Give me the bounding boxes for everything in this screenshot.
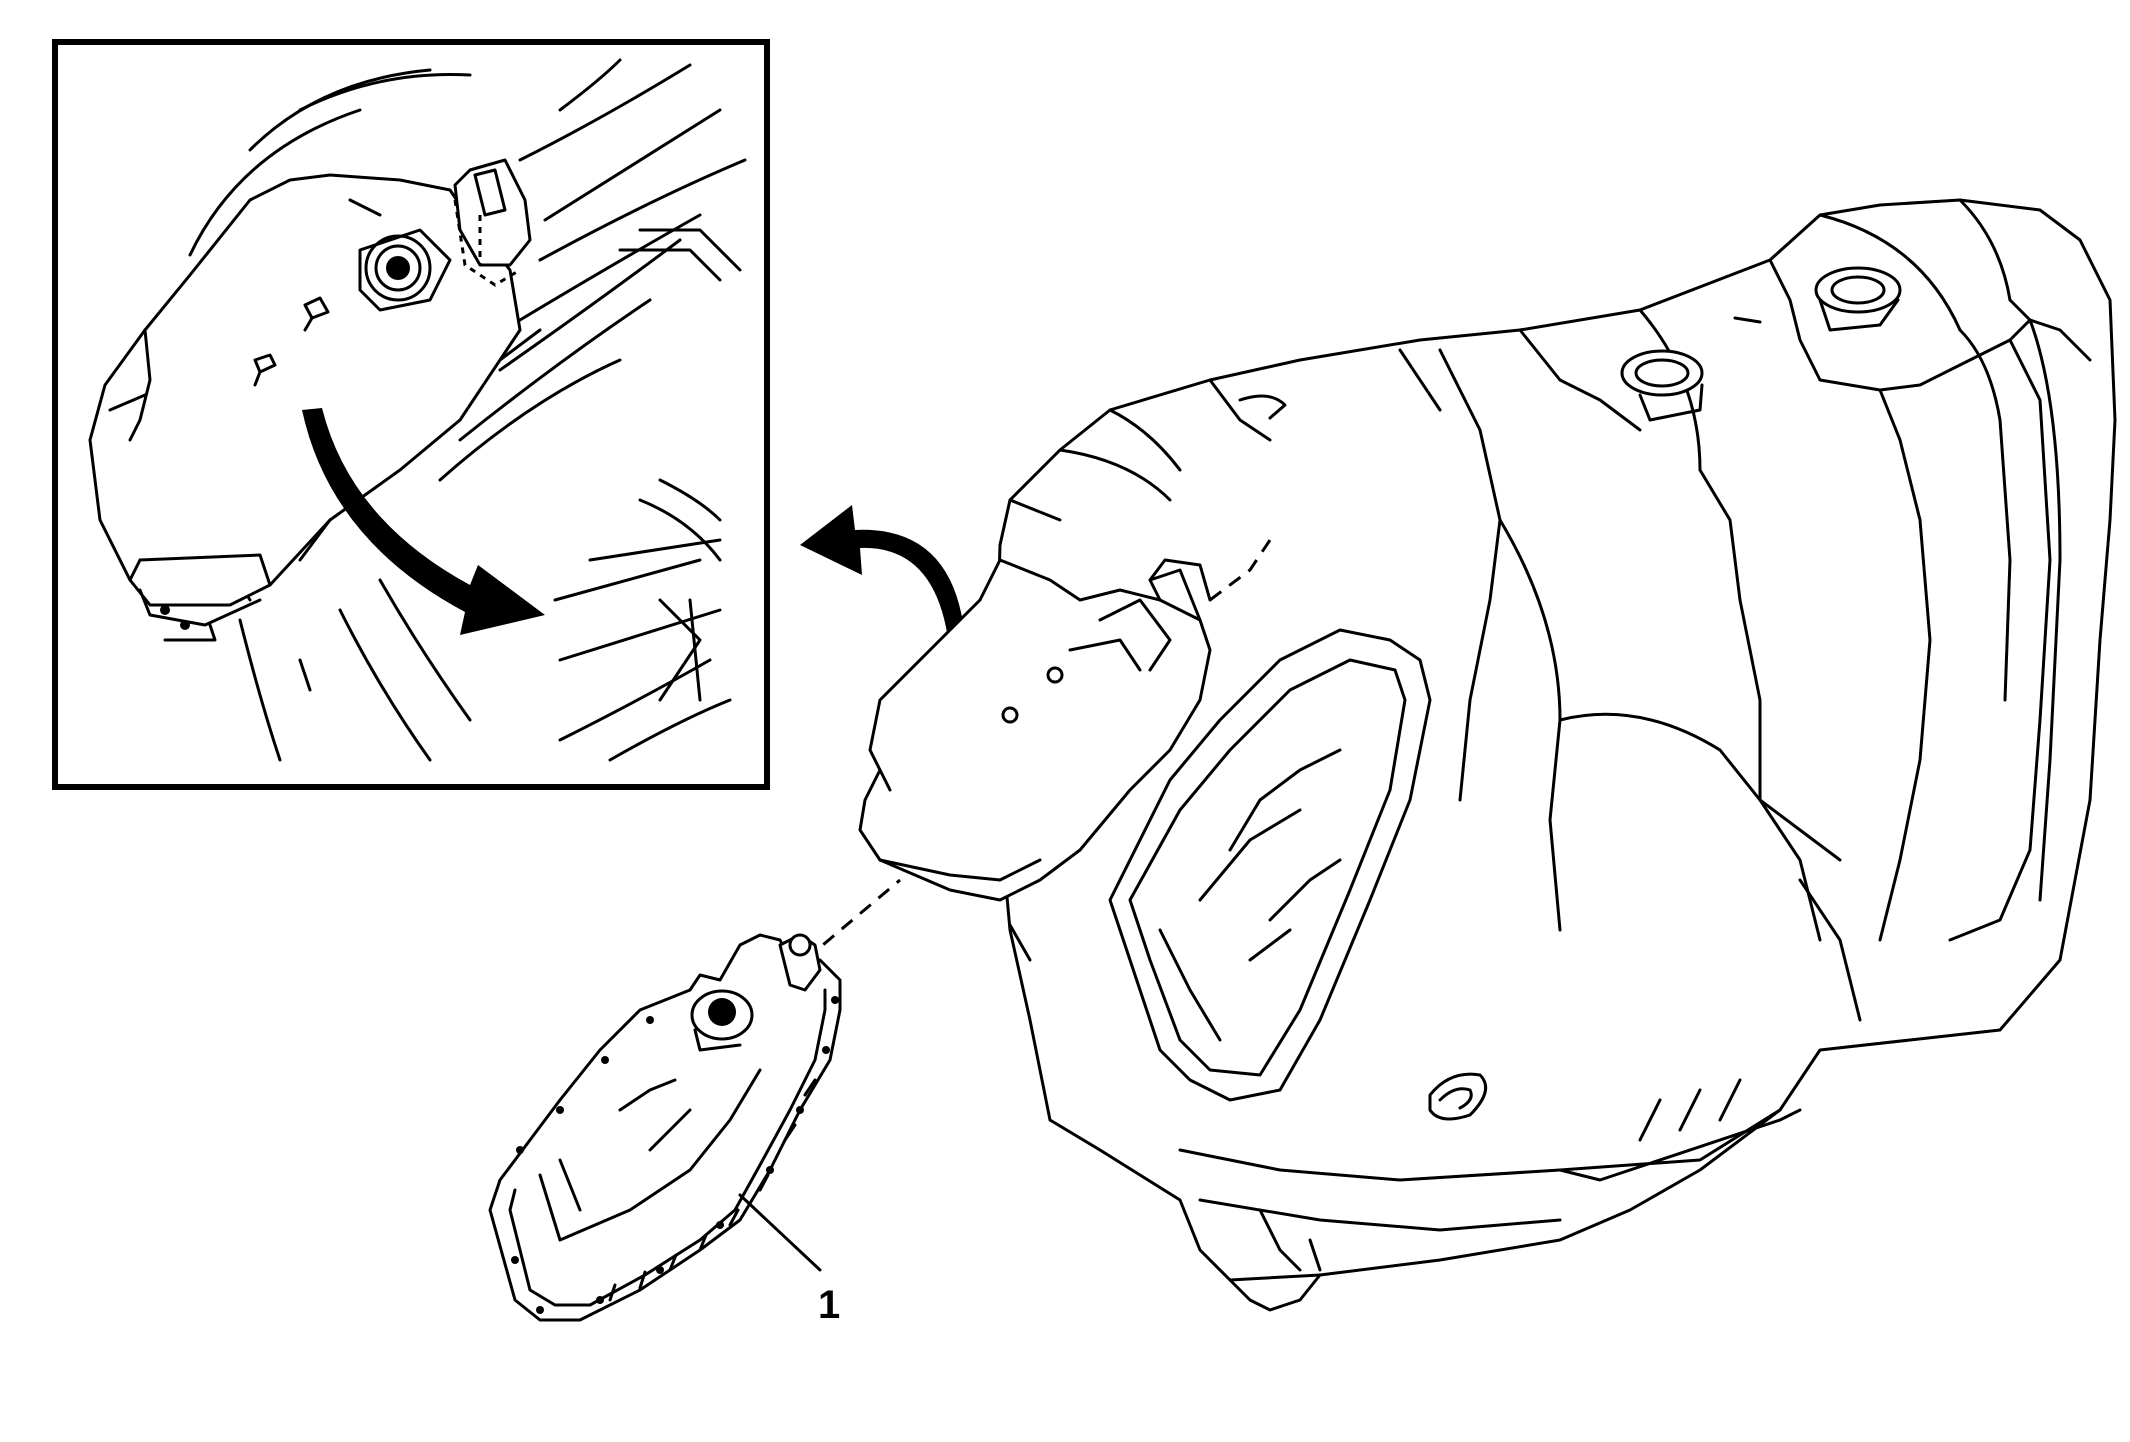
- detail-inset: [52, 39, 770, 790]
- callout-1: 1: [738, 1193, 840, 1327]
- seat-pocket-opening: [1108, 628, 1432, 1102]
- inset-trim-panel: [88, 158, 532, 642]
- headrest-guide-right: [1814, 266, 1902, 332]
- callout-leader-line: [738, 1193, 822, 1272]
- alignment-dashed-line: [804, 878, 901, 962]
- perimeter-clips: [511, 996, 839, 1314]
- headrest-guide-left: [1620, 349, 1704, 422]
- rotate-arrow-icon: [302, 408, 545, 635]
- removed-part-clip: [778, 933, 822, 992]
- callout-label-1: 1: [818, 1283, 840, 1327]
- seat-side-trim: [858, 539, 1272, 902]
- seat-back-assembly: [858, 198, 2117, 1312]
- removal-arrow-icon: [800, 505, 966, 655]
- removed-part-knob: [690, 989, 754, 1052]
- inset-knob: [358, 228, 452, 312]
- removed-trim-panel: [488, 933, 842, 1322]
- inset-clip: [453, 158, 532, 287]
